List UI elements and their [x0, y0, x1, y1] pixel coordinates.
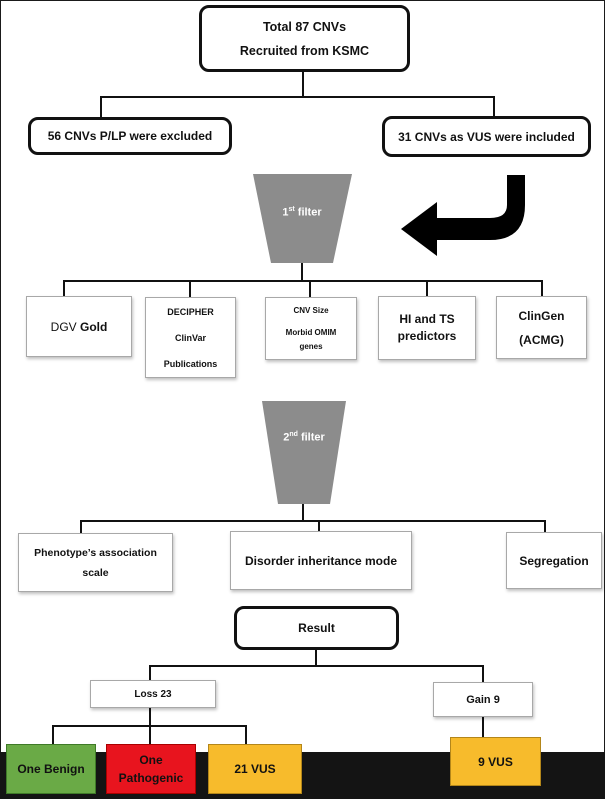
result-horizontal [149, 665, 484, 667]
benign-box: One Benign [6, 744, 96, 794]
result-box: Result [234, 606, 399, 650]
gain-text: Gain 9 [466, 693, 500, 706]
morbid-omim-text: Morbid OMIM [285, 327, 337, 337]
filter2-drop-2 [318, 520, 320, 531]
hi-ts-line1: HI and TS [399, 312, 455, 326]
cnv-size-box: CNV Size Morbid OMIM genes [265, 297, 357, 360]
decipher-box: DECIPHER ClinVar Publications [145, 297, 236, 378]
excluded-box: 56 CNVs P/LP were excluded [28, 117, 232, 155]
gain-box: Gain 9 [433, 682, 533, 717]
loss-box: Loss 23 [90, 680, 216, 708]
phenotype-box: Phenotype’s association scale [18, 533, 173, 592]
loss-drop-2 [149, 725, 151, 745]
connector-top-vertical [302, 70, 304, 97]
genes-text: genes [299, 341, 323, 351]
filter1-label: 1st filter [282, 206, 322, 219]
connector-left-drop [100, 96, 102, 118]
clinvar-text: ClinVar [174, 332, 206, 343]
clingen-line2: (ACMG) [519, 332, 564, 347]
publications-text: Publications [163, 358, 218, 369]
disorder-text: Disorder inheritance mode [244, 553, 398, 568]
clingen-box: ClinGen (ACMG) [496, 296, 587, 359]
pathogenic-line1: One [139, 753, 163, 767]
result-drop-gain [482, 665, 484, 682]
hi-ts-box: HI and TS predictors [378, 296, 476, 360]
filter2-drop-3 [544, 520, 546, 532]
filter2-stem [302, 504, 304, 521]
vus9-box: 9 VUS [450, 737, 541, 786]
loss-stem [149, 708, 151, 726]
benign-text: One Benign [17, 762, 85, 776]
hi-ts-line2: predictors [397, 329, 457, 343]
cnv-size-text: CNV Size [293, 305, 329, 315]
result-drop-loss [149, 665, 151, 680]
filter2-drop-1 [80, 520, 82, 533]
filter1-funnel [253, 174, 352, 263]
loss-drop-3 [245, 725, 247, 745]
filter1-horizontal [63, 280, 543, 282]
excluded-text: 56 CNVs P/LP were excluded [47, 129, 213, 143]
loss-text: Loss 23 [134, 688, 172, 700]
recruited-text: Recruited from KSMC [239, 43, 370, 58]
total-cnvs-text: Total 87 CNVs [262, 19, 347, 34]
filter1-drop-3 [309, 280, 311, 297]
segregation-box: Segregation [506, 532, 602, 589]
pathogenic-box: One Pathogenic [106, 744, 196, 794]
filter1-drop-5 [541, 280, 543, 296]
total-cnvs-box: Total 87 CNVs Recruited from KSMC [199, 5, 410, 72]
phenotype-line2: scale [82, 566, 109, 579]
dgv-gold-box: DGV Gold [26, 296, 132, 357]
result-text: Result [298, 621, 335, 635]
filter1-stem [301, 263, 303, 281]
vus21-text: 21 VUS [234, 762, 276, 776]
connector-top-horizontal [100, 96, 495, 98]
segregation-text: Segregation [519, 553, 589, 568]
dgv-gold-text: DGV Gold [51, 320, 108, 334]
pathogenic-line2: Pathogenic [118, 771, 184, 785]
decipher-text: DECIPHER [167, 306, 214, 317]
filter2-funnel [262, 401, 346, 504]
phenotype-line1: Phenotype’s association [34, 546, 157, 559]
filter1-drop-2 [189, 280, 191, 297]
filter1-drop-4 [426, 280, 428, 296]
connector-right-drop [493, 96, 495, 117]
filter2-label: 2nd filter [283, 431, 325, 444]
clingen-line1: ClinGen [518, 308, 565, 323]
included-box: 31 CNVs as VUS were included [382, 116, 591, 157]
curved-arrow [401, 175, 525, 256]
vus9-text: 9 VUS [478, 754, 513, 769]
dgv-prefix: DGV [50, 319, 77, 334]
disorder-box: Disorder inheritance mode [230, 531, 412, 590]
included-text: 31 CNVs as VUS were included [398, 129, 575, 144]
result-stem [315, 648, 317, 666]
filter1-drop-1 [63, 280, 65, 296]
gain-stem [482, 717, 484, 737]
dgv-bold: Gold [80, 319, 108, 334]
vus21-box: 21 VUS [208, 744, 302, 794]
filter2-horizontal [80, 520, 546, 522]
loss-drop-1 [52, 725, 54, 745]
